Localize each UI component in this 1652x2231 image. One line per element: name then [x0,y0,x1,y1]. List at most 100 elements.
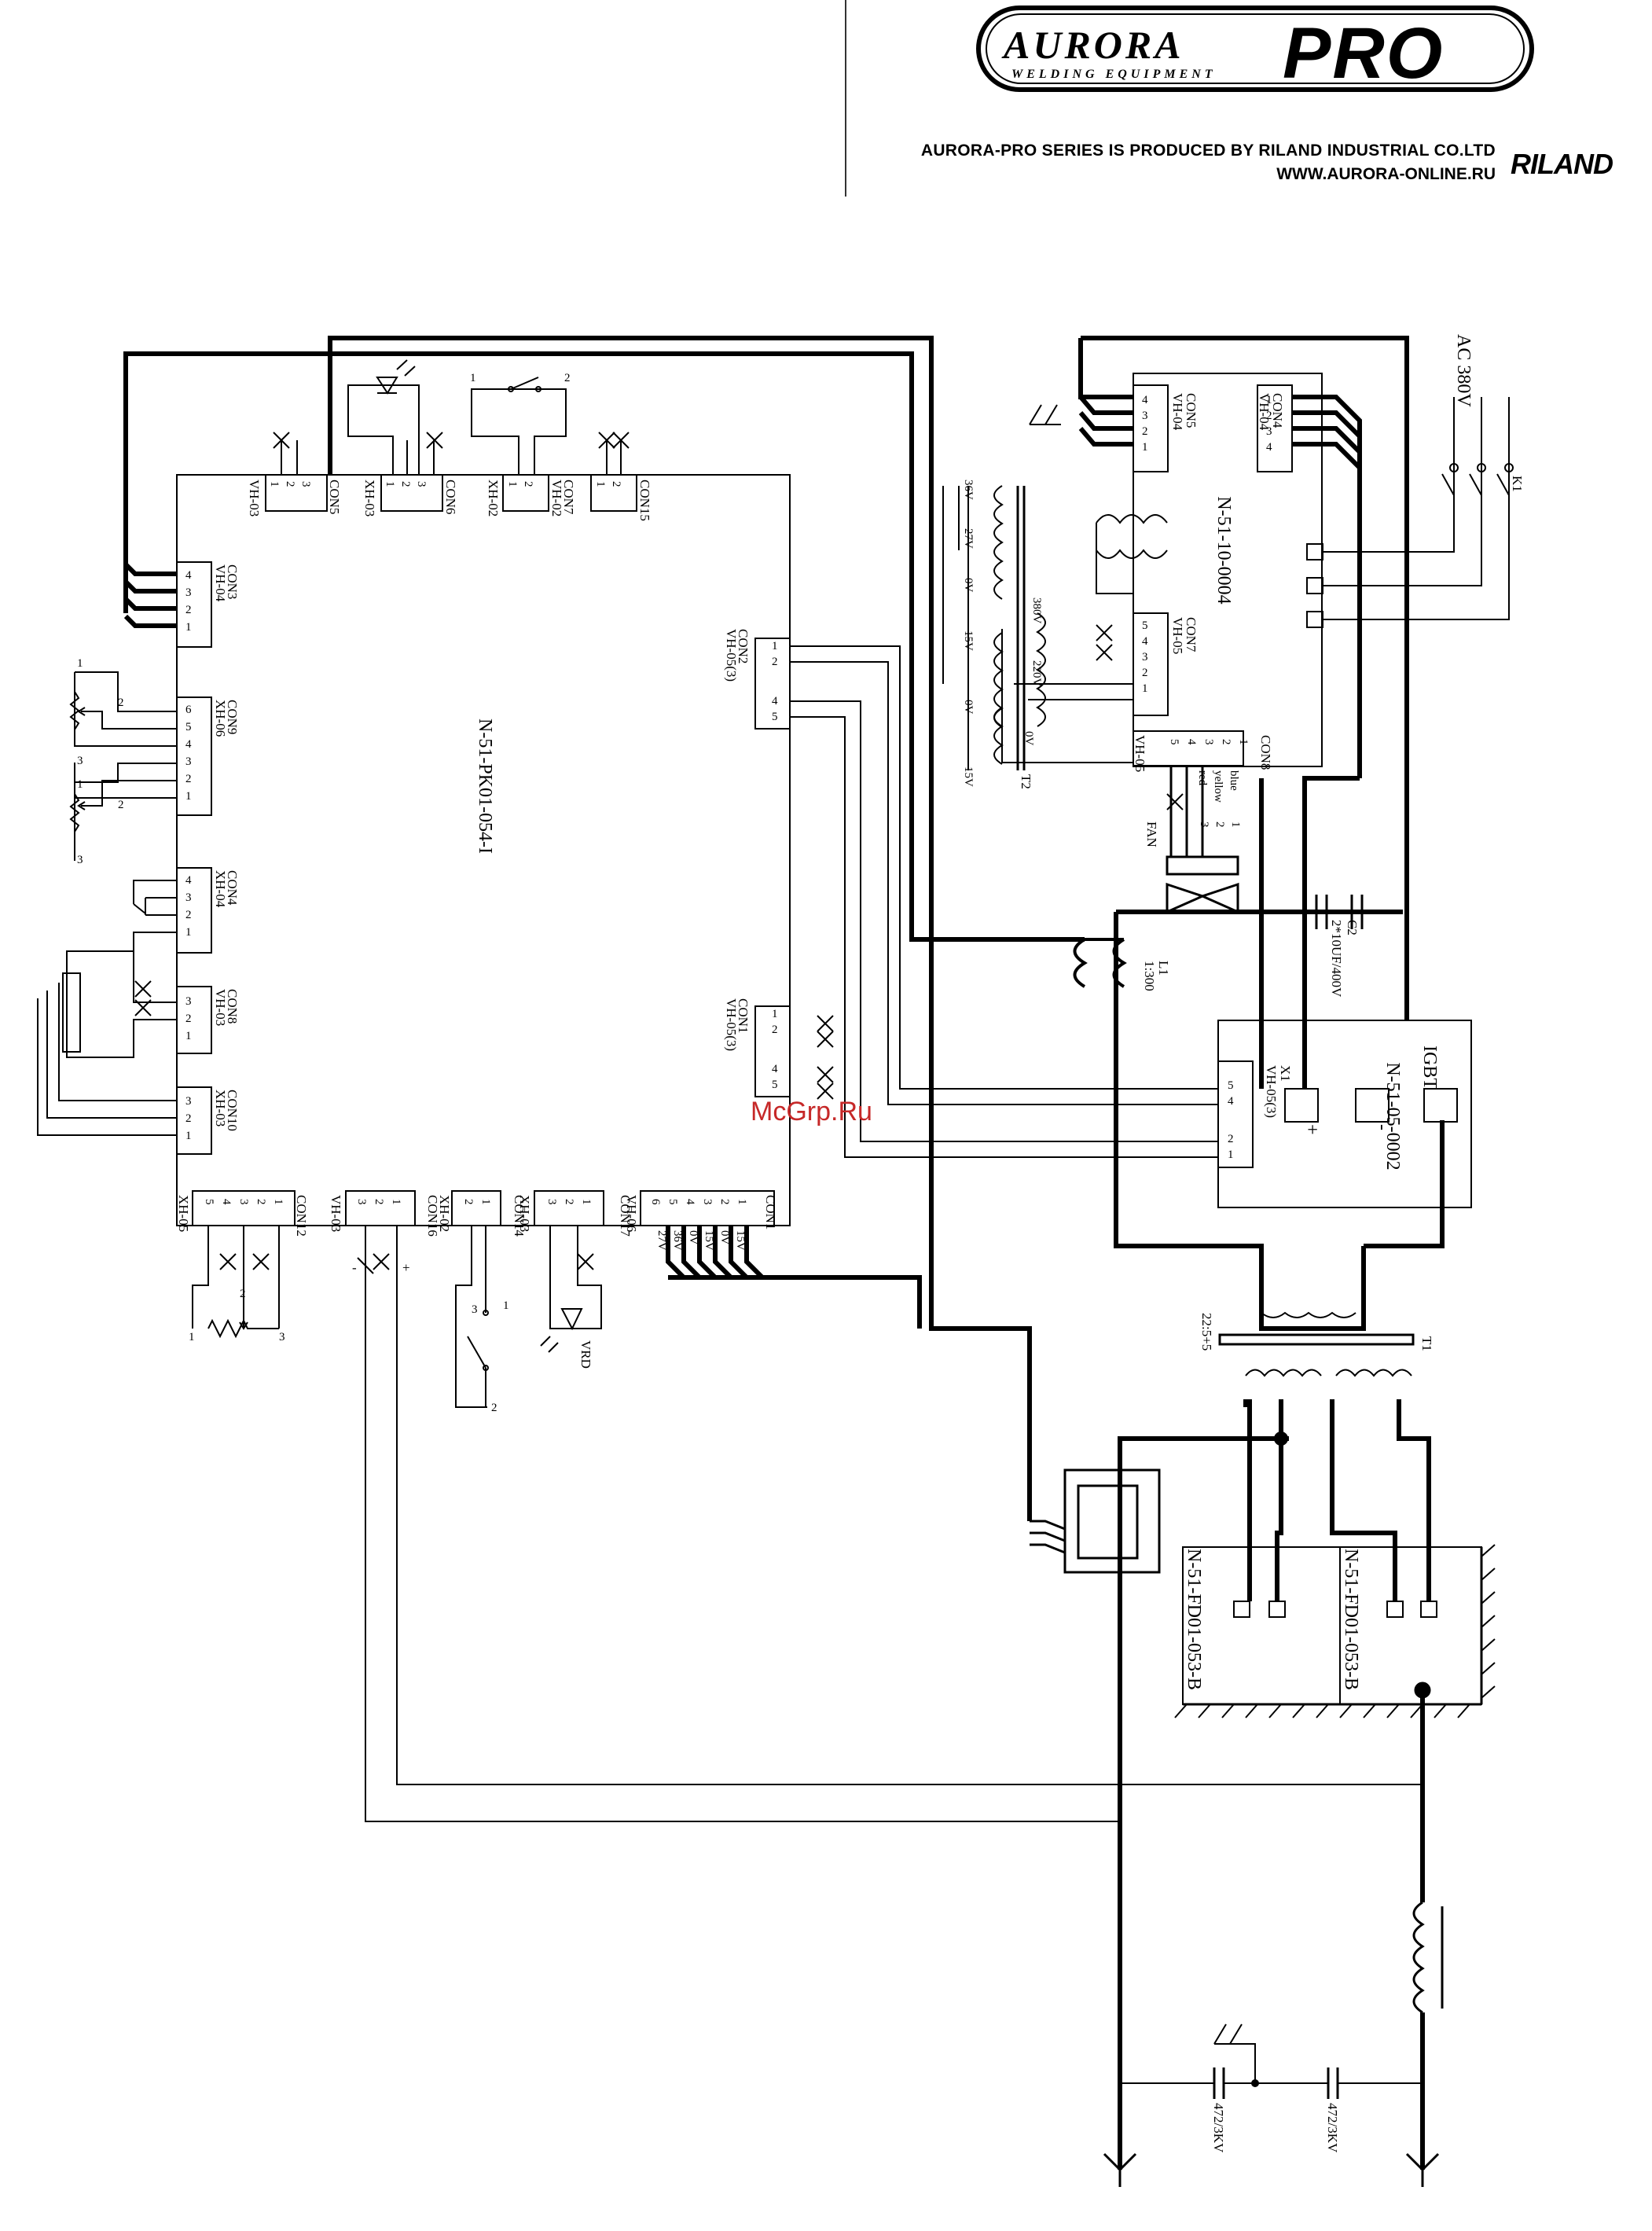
pcon5-pin-1: 1 [1142,441,1148,454]
con1-bottom-block [640,1190,775,1226]
periph-pin-0: 1 [77,657,83,670]
fan-pin-3: 3 [1198,821,1210,828]
transformer-icon [1218,1311,1415,1446]
pcon7-pin-4: 4 [1142,635,1148,648]
igbt-board-label: N-51-05-0002 [1382,1062,1403,1170]
pcon8-pin-4: 4 [1185,739,1198,745]
hv-cap-1-label: 472/3KV [1211,2103,1226,2153]
t2-primary-0: 380V [1030,597,1043,624]
con9-name: CON9 [225,700,240,734]
fan-wire-blue: blue [1228,770,1240,791]
con12-name: CON12 [294,1195,309,1237]
con16-type: VH-03 [329,1195,343,1232]
con16-minus-label: - [352,1260,357,1275]
signal-wiring [37,384,1510,1822]
periph-pin-9: 3 [472,1303,478,1316]
capacitor-icon [1120,2043,1423,2099]
con1-voltage-0: 27V [655,1230,668,1251]
x1-pin-1: 1 [1228,1149,1234,1161]
pcon8-pin-3: 3 [1202,739,1215,745]
capacitor-icon [1315,895,1364,929]
con17-block [534,1190,604,1226]
con2-pin-1: 1 [772,640,778,652]
con9-pin-5: 5 [185,721,192,733]
fan-pin-2: 2 [1213,821,1226,828]
con1r-pin-5: 5 [772,1079,778,1091]
pcon4-type: VH-04 [1257,393,1272,431]
pcon8-name: CON8 [1258,735,1273,770]
con3-pin-1: 1 [185,621,192,634]
pcon4-name: CON4 [1270,393,1285,428]
con6-pin-1: 1 [384,481,396,487]
chassis-ground-icon [1174,1544,1496,1718]
con1-voltage-3: 15V [703,1230,715,1251]
pcon4-pin-4: 4 [1266,441,1272,454]
con4-type: XH-04 [213,870,228,908]
led-icon [376,359,416,395]
con1-voltage-4: 0V [718,1230,731,1245]
con15-block [590,474,637,512]
con4-pin-4: 4 [185,874,192,887]
con12-pin-2: 2 [255,1199,267,1205]
t2-primary-2: 0V [1022,731,1035,746]
con10-type: XH-03 [213,1090,228,1127]
periph-pin-5: 3 [77,854,83,866]
con9-type: XH-06 [213,700,228,737]
k1-switch-icon [1441,463,1514,496]
con5-name: CON5 [327,480,342,514]
con3-pin-4: 4 [185,569,192,582]
x1-name: X1 [1278,1065,1293,1082]
inductor-icon [1096,514,1168,594]
pcon8-pin-5: 5 [1168,739,1180,745]
periph-pin-11: 2 [491,1402,497,1414]
con8-pin-3: 3 [185,995,192,1008]
fan-icon [1166,766,1239,914]
con5-pin-3: 3 [299,481,312,487]
con9-pin-6: 6 [185,704,192,716]
con10-block [176,1086,212,1155]
con5-pin-2: 2 [284,481,296,487]
periph-pin-3: 1 [77,778,83,791]
con17-type: XH-03 [517,1195,532,1232]
periph-pin-13: 2 [564,372,571,384]
con1-right-block [754,1005,791,1097]
transformer-icon [993,485,1046,770]
pcon7-block [1133,612,1169,716]
pcon5-pin-4: 4 [1142,394,1148,406]
riland-logo: RILAND [1511,148,1613,180]
con10-pin-3: 3 [185,1095,192,1108]
periph-pin-2: 3 [77,755,83,767]
unused-pin-marks [134,432,1184,1270]
con9-pin-3: 3 [185,755,192,768]
inductor-icon [1073,938,1127,988]
con7-type: VH-02 [549,480,564,516]
rect-terminal-3 [1386,1601,1404,1618]
pcon7-pin-2: 2 [1142,667,1148,679]
pcon8-pin-1: 1 [1237,739,1250,745]
con8-name: CON8 [225,989,240,1024]
pcon7-name: CON7 [1184,617,1199,652]
periph-pin-12: 1 [470,372,476,384]
con1-voltage-2: 0V [687,1230,699,1245]
con12-pin-5: 5 [203,1199,215,1205]
pcon7-pin-3: 3 [1142,651,1148,663]
con1-voltage-1: 36V [671,1230,684,1251]
con1r-pin-2: 2 [772,1024,778,1036]
igbt-plus-label: + [1301,1124,1322,1135]
inductor-icon [1412,1682,1444,2014]
power-wiring [123,336,1445,2170]
fan-label: FAN [1144,821,1159,847]
current-transformer-icon [1030,1468,1161,1574]
con3-name: CON3 [225,564,240,599]
logo-word-pro: PRO [1283,13,1444,94]
con5-block [265,474,328,512]
con17-name: CON17 [618,1195,633,1237]
pcon8-block [1133,730,1244,766]
website: WWW.AURORA-ONLINE.RU [1276,165,1496,183]
con1r-pin-4: 4 [772,1063,778,1075]
con1-bottom-name: CON1 [763,1195,778,1229]
